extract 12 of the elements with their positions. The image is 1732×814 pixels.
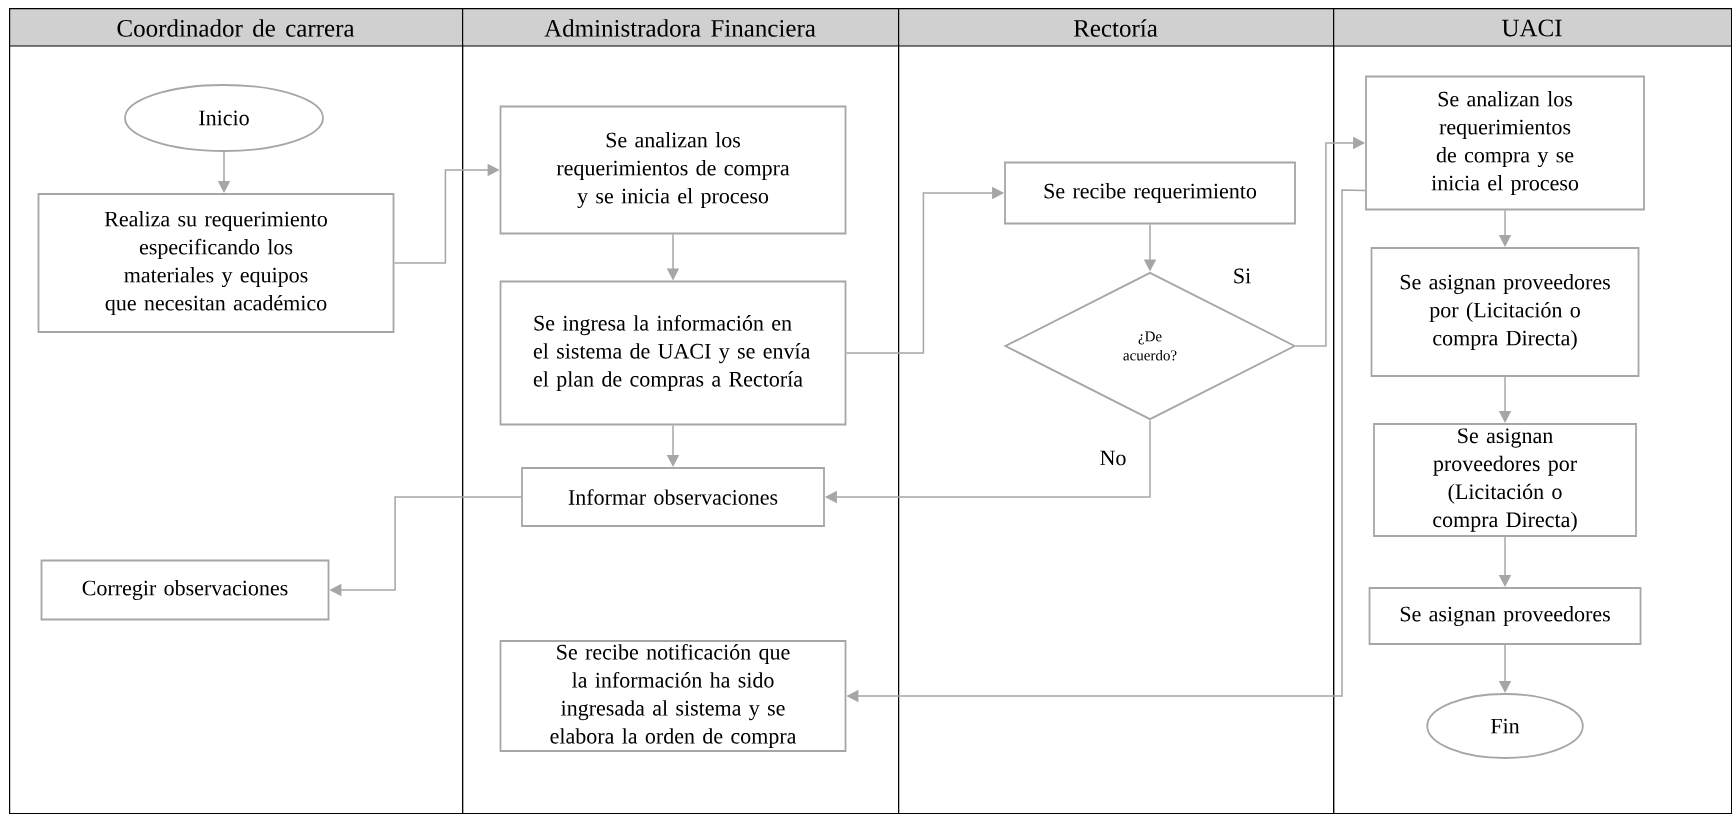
process-box: Se ingresa la información en el sistema de UACI y se envía el plan de compras a Rectoría <box>499 280 847 426</box>
process-box: Se recibe requerimiento <box>1004 161 1296 225</box>
process-box: Se asignan proveedores <box>1368 587 1642 645</box>
process-box: Se analizan los requerimientos de compra y se inicia el proceso <box>1365 75 1645 211</box>
process-box: Se analizan los requerimientos de compra y se inicia el proceso <box>499 105 847 235</box>
process-box: Realiza su requerimiento especificando los materiales y equipos que necesitan académico <box>37 193 395 333</box>
process-box: Corregir observaciones <box>40 559 330 621</box>
process-box: Informar observaciones <box>521 467 825 527</box>
process-box: Se recibe notificación que la información ha sido ingresada al sistema y se elabora la orden de compra <box>499 640 847 752</box>
process-box: Se asignan proveedores por (Licitación o compra Directa) <box>1370 247 1640 377</box>
edge-label: No <box>1098 449 1128 467</box>
process-box: Se asignan proveedores por (Licitación o compra Directa) <box>1373 423 1637 537</box>
